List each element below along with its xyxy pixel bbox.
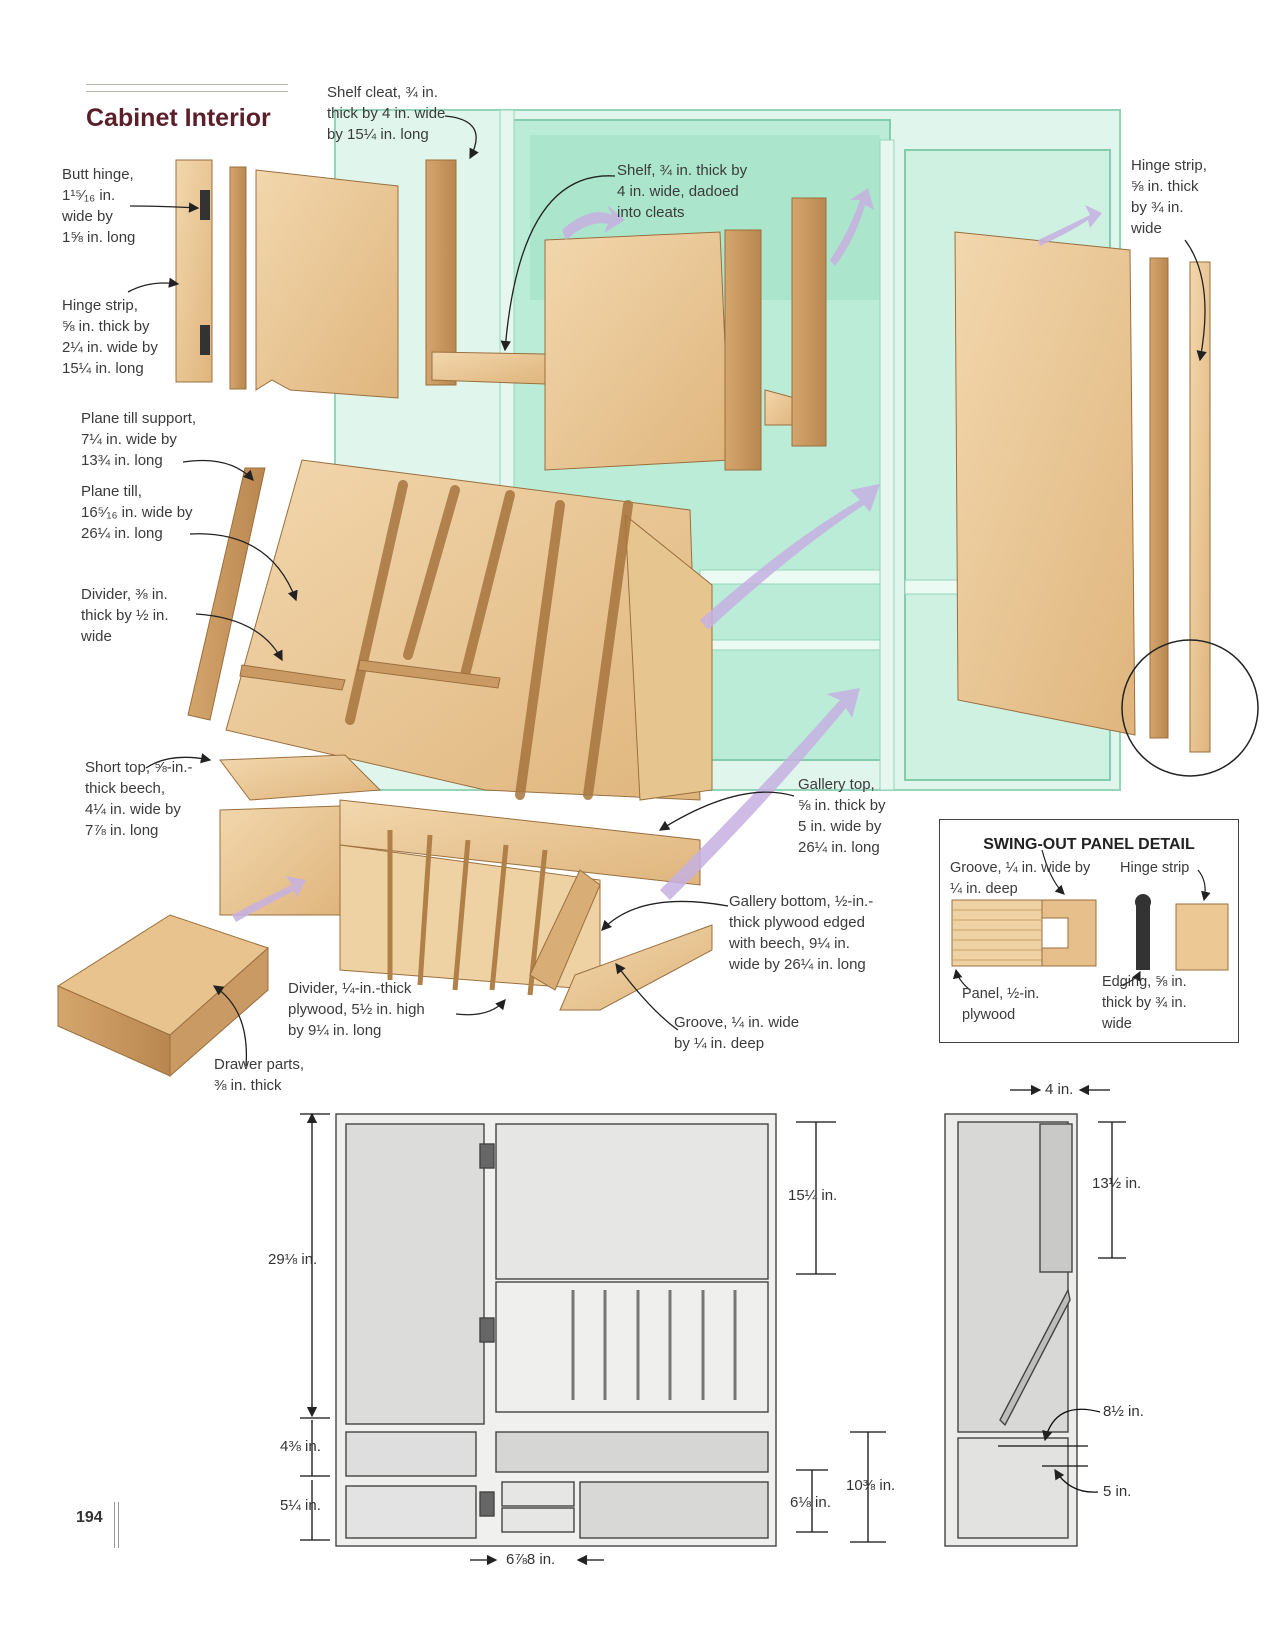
detail-edging bbox=[1175, 903, 1229, 971]
dim-side-till: 8½ in. bbox=[1103, 1403, 1144, 1420]
motion-arrows bbox=[232, 188, 1102, 922]
dim-till-height: 15¼ in. bbox=[788, 1187, 838, 1204]
dim-upper-drawer: 4⅜ in. bbox=[280, 1438, 321, 1455]
title-rule-bottom bbox=[86, 91, 288, 92]
label-shelf-cleat: Shelf cleat, ¾ in. thick by 4 in. wide b… bbox=[327, 84, 446, 143]
drawer bbox=[56, 914, 269, 1078]
page-number: 194 bbox=[76, 1509, 103, 1526]
gallery bbox=[219, 754, 713, 1011]
dim-side-gallery: 5 in. bbox=[1103, 1483, 1132, 1500]
dim-front-height: 29⅛ in. bbox=[268, 1251, 318, 1268]
shelf-assembly bbox=[425, 159, 827, 471]
dim-side-upper: 13½ in. bbox=[1092, 1175, 1142, 1192]
dim-drawer-width: 6⅞8 in. bbox=[506, 1551, 556, 1568]
label-short-top: Short top, ⅝-in.- thick beech, 4¼ in. wi… bbox=[85, 759, 193, 839]
label-shelf: Shelf, ¾ in. thick by 4 in. wide, dadoed… bbox=[617, 162, 748, 221]
dimension-lines bbox=[300, 1084, 1126, 1566]
label-divider-small: Divider, ⅜ in. thick by ½ in. wide bbox=[81, 586, 169, 645]
swing-out-panel-detail: SWING-OUT PANEL DETAIL Groove, ¼ in. wid… bbox=[939, 819, 1239, 1043]
label-plane-till: Plane till, 16⁵⁄₁₆ in. wide by 26¼ in. l… bbox=[81, 483, 193, 542]
right-swing-panel bbox=[954, 231, 1259, 777]
label-groove: Groove, ¼ in. wide by ¼ in. deep bbox=[674, 1014, 800, 1052]
label-hinge-strip-left: Hinge strip, ⅝ in. thick by 2¼ in. wide … bbox=[62, 297, 158, 377]
leader-lines bbox=[127, 115, 1207, 1067]
detail-label-hinge-strip: Hinge strip bbox=[1120, 860, 1190, 876]
plane-till bbox=[187, 459, 713, 801]
detail-panel bbox=[951, 899, 1097, 967]
left-door-parts bbox=[175, 159, 399, 399]
label-plane-till-support: Plane till support, 7¼ in. wide by 13¾ i… bbox=[81, 410, 197, 469]
detail-label-groove: Groove, ¼ in. wide by ¼ in. deep bbox=[950, 860, 1091, 897]
label-divider-plywood: Divider, ¼-in.-thick plywood, 5½ in. hig… bbox=[288, 980, 425, 1039]
label-gallery-top: Gallery top, ⅝ in. thick by 5 in. wide b… bbox=[798, 776, 886, 856]
label-gallery-bottom: Gallery bottom, ½-in.- thick plywood edg… bbox=[729, 893, 874, 973]
detail-drawing bbox=[951, 849, 1229, 991]
dim-gallery-inner: 6⅛ in. bbox=[790, 1494, 831, 1511]
page-title: Cabinet Interior bbox=[86, 104, 271, 132]
label-drawer-parts: Drawer parts, ⅜ in. thick bbox=[214, 1056, 305, 1094]
dim-gallery-height: 10⅜ in. bbox=[846, 1477, 896, 1494]
side-elevation bbox=[944, 1113, 1078, 1547]
front-elevation bbox=[335, 1113, 777, 1547]
dim-lower-drawer: 5¼ in. bbox=[280, 1497, 321, 1514]
detail-label-panel: Panel, ½-in. plywood bbox=[962, 986, 1040, 1023]
detail-title: SWING-OUT PANEL DETAIL bbox=[983, 836, 1195, 853]
dim-side-depth: 4 in. bbox=[1045, 1081, 1074, 1098]
title-rule-top bbox=[86, 84, 288, 85]
detail-label-edging: Edging, ⅝ in. thick by ¾ in. wide bbox=[1102, 974, 1187, 1032]
page-number-bar bbox=[114, 1502, 119, 1548]
label-butt-hinge: Butt hinge, 1¹⁵⁄₁₆ in. wide by 1⅝ in. lo… bbox=[62, 166, 136, 246]
detail-hinge bbox=[1135, 894, 1151, 970]
label-hinge-strip-right: Hinge strip, ⅝ in. thick by ¾ in. wide bbox=[1131, 157, 1207, 237]
